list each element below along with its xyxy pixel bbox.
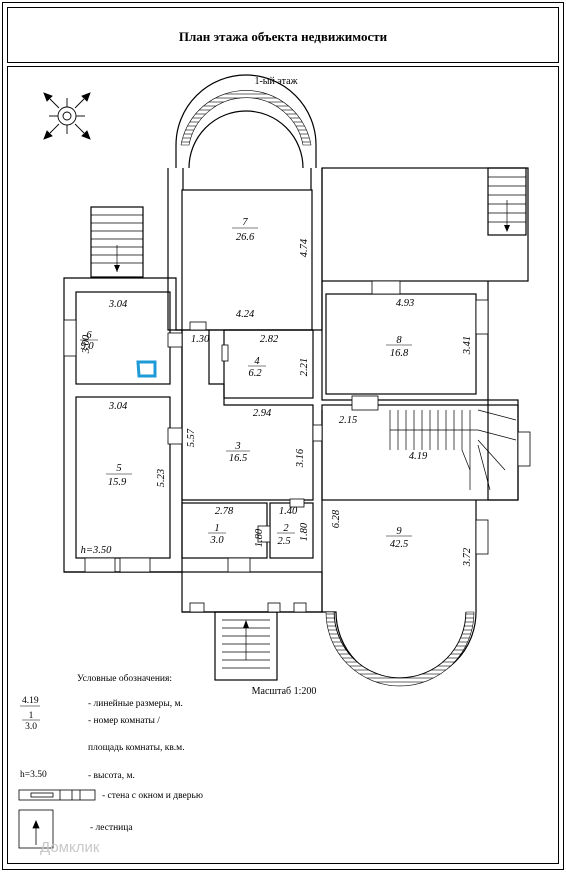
wall-sample-icon bbox=[18, 789, 96, 801]
legend-stair-text: - лестница bbox=[90, 823, 133, 833]
room-labels: 7 26.6 6 9.0 4 6.2 8 16.8 3 16.5 5 15.9 … bbox=[80, 217, 412, 550]
dimension-labels: 3.04 3.00 1.30 4.24 4.74 4.93 3.41 2.82 … bbox=[81, 238, 473, 567]
compass-rose-icon bbox=[43, 92, 91, 140]
dimension: 1.80 bbox=[254, 528, 265, 547]
room-area: 2.5 bbox=[277, 536, 290, 547]
dimension: 3.16 bbox=[295, 448, 306, 468]
dimension: 6.28 bbox=[331, 509, 342, 528]
legend-frac-top: 1 bbox=[29, 711, 34, 721]
dimension: 3.41 bbox=[462, 336, 473, 355]
room-number: 6 bbox=[86, 330, 92, 341]
openings bbox=[63, 280, 531, 613]
dimension: 5.23 bbox=[156, 469, 167, 487]
legend-height-sample: h=3.50 bbox=[20, 770, 47, 780]
legend-dim-sample: 4.19 bbox=[22, 696, 39, 706]
room-area: 15.9 bbox=[108, 477, 127, 488]
room-area: 9.0 bbox=[80, 341, 94, 352]
page-title: План этажа объекта недвижимости bbox=[179, 29, 388, 44]
legend-frac-bottom: 3.0 bbox=[25, 722, 37, 732]
room-area: 3.0 bbox=[209, 535, 224, 546]
legend: Условные обозначения: 4.19 - линейные ра… bbox=[18, 673, 203, 849]
dimension: 4.93 bbox=[396, 298, 414, 309]
stair-sample-icon bbox=[18, 809, 54, 849]
room-area: 42.5 bbox=[390, 539, 408, 550]
room-number: 5 bbox=[116, 463, 121, 474]
room-area: 26.6 bbox=[236, 232, 255, 243]
height-note: h=3.50 bbox=[81, 545, 112, 556]
scale-label: Масштаб 1:200 bbox=[252, 686, 317, 697]
room-area: 6.2 bbox=[248, 368, 262, 379]
room-number: 1 bbox=[214, 523, 219, 534]
legend-room-text-1: - номер комнаты / bbox=[88, 716, 160, 726]
marker-icon bbox=[136, 360, 157, 378]
dimension: 1.40 bbox=[279, 506, 298, 517]
dimension: 2.82 bbox=[260, 334, 279, 345]
dimension: 3.00 bbox=[81, 334, 92, 354]
room-number: 2 bbox=[283, 523, 289, 534]
dimension: 4.24 bbox=[236, 309, 255, 320]
dimension: 3.72 bbox=[462, 547, 473, 567]
dimension: 2.94 bbox=[253, 408, 272, 419]
room-area: 16.5 bbox=[229, 453, 247, 464]
building-walls bbox=[63, 74, 529, 683]
dimension: 1.30 bbox=[191, 334, 210, 345]
dimension: 2.78 bbox=[215, 506, 234, 517]
legend-wall-text: - стена с окном и дверью bbox=[102, 791, 203, 801]
legend-room-text-2: площадь комнаты, кв.м. bbox=[88, 743, 185, 753]
legend-height-text: - высота, м. bbox=[88, 771, 135, 781]
dimension: 2.15 bbox=[339, 415, 357, 426]
stair-arrows bbox=[114, 225, 510, 628]
room-number: 3 bbox=[234, 441, 240, 452]
room-area: 16.8 bbox=[390, 348, 409, 359]
watermark: Домклик bbox=[40, 839, 100, 856]
dimension: 2.21 bbox=[299, 358, 310, 376]
dimension: 1.80 bbox=[299, 522, 310, 541]
dimension: 3.04 bbox=[108, 401, 128, 412]
dimension: 4.74 bbox=[299, 238, 310, 257]
room-number: 9 bbox=[396, 526, 402, 537]
legend-dim-text: - линейные размеры, м. bbox=[88, 698, 183, 709]
dimension: 4.19 bbox=[409, 451, 428, 462]
dimension: 5.57 bbox=[186, 428, 197, 447]
room-number: 8 bbox=[396, 335, 402, 346]
room-number: 4 bbox=[254, 356, 260, 367]
bay-windows bbox=[180, 90, 475, 687]
legend-title: Условные обозначения: bbox=[77, 673, 172, 684]
dimension: 3.04 bbox=[108, 299, 128, 310]
room-number: 7 bbox=[242, 217, 248, 228]
